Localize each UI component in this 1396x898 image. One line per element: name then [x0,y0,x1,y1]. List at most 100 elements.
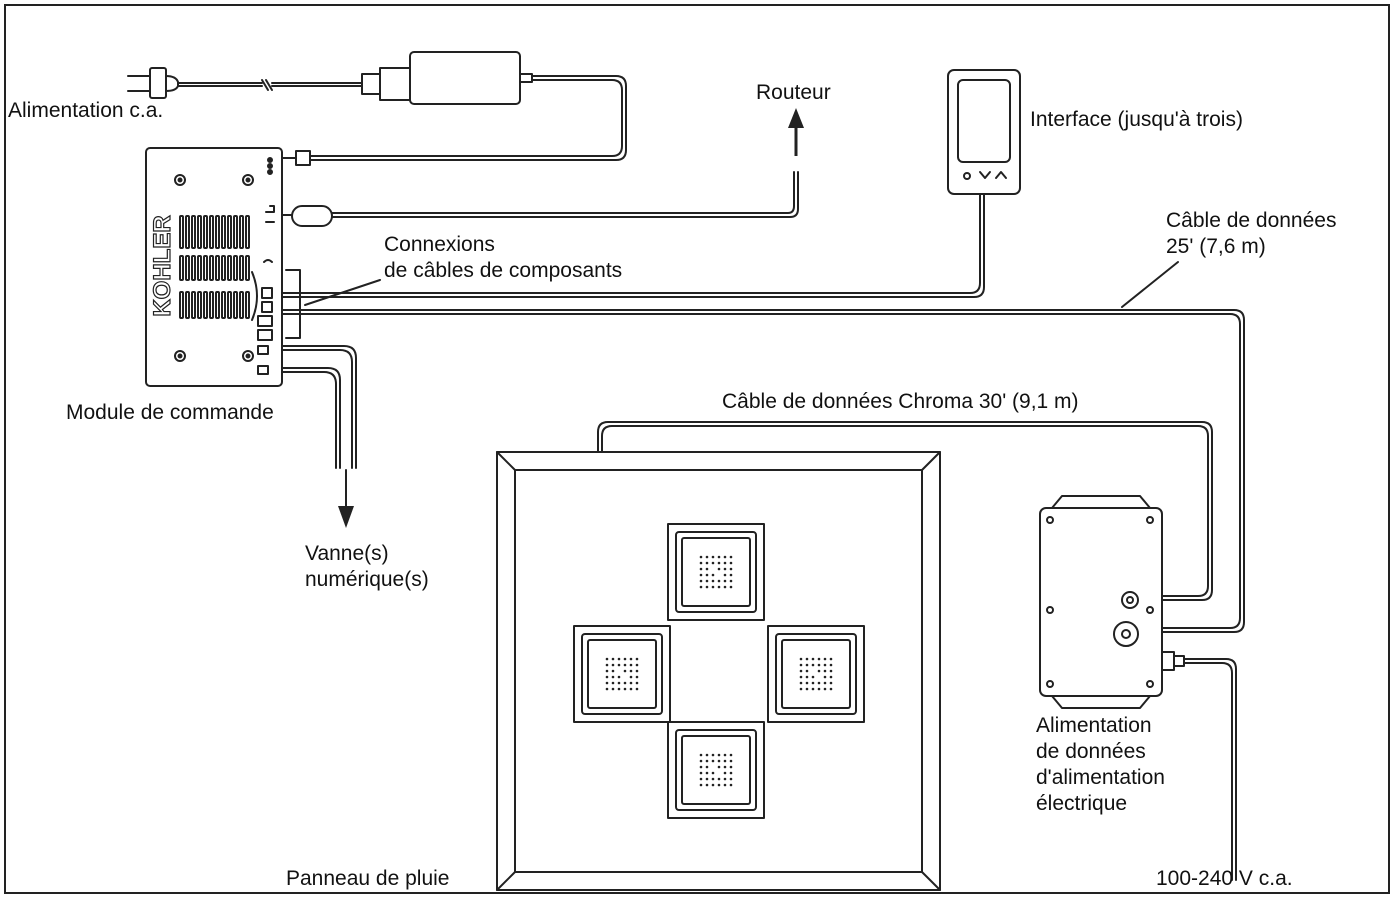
nozzle-dot [699,567,703,571]
nozzle-dot [623,669,627,673]
nozzle-square [667,523,765,621]
vent-slot [179,255,184,281]
nozzle-dot [799,657,803,661]
router-arrow-icon [788,108,804,128]
nozzle-dot [729,771,733,775]
nozzle-dot [629,687,633,691]
nozzle-dot [699,765,703,769]
nozzle-dot [729,783,733,787]
vent-slot [221,255,226,281]
nozzle-dot [711,777,715,781]
vent-slot [245,255,250,281]
vent-slot [233,255,238,281]
nozzle-dot [829,681,833,685]
nozzle-dot [817,687,821,691]
nozzle-square [573,625,671,723]
nozzle-dot [717,567,721,571]
label-interface: Interface (jusqu'à trois) [1030,108,1243,131]
label-digital-valves: Vanne(s) numérique(s) [305,542,429,591]
nozzle-dot [635,669,639,673]
vent-slot [215,215,220,249]
nozzle-dot [729,759,733,763]
nozzle-dot [829,657,833,661]
label-mains-voltage: 100-240 V c.a. [1156,867,1293,890]
nozzle-dot [605,663,609,667]
nozzle-dot [805,675,809,679]
nozzle-dot [699,561,703,565]
rain-nozzles [573,523,865,819]
nozzle-dot [617,657,621,661]
nozzle-dot [611,681,615,685]
vent-slot [215,291,220,319]
nozzle-dot [611,675,615,679]
vent-slot [197,255,202,281]
label-chroma-cable: Câble de données Chroma 30' (9,1 m) [722,390,1079,413]
nozzle-dot [805,663,809,667]
nozzle-dot [723,771,727,775]
data-power-supply [1039,495,1185,709]
module-vents [179,215,250,319]
label-rain-panel: Panneau de pluie [286,867,450,890]
vent-slot [191,215,196,249]
nozzle-dot [723,585,727,589]
nozzle-dot [711,573,715,577]
nozzle-dot [705,783,709,787]
label-data-power-supply: Alimentation de données d'alimentation é… [1036,714,1165,815]
nozzle-dot [699,579,703,583]
nozzle-dot [699,783,703,787]
nozzle-dot [799,669,803,673]
nozzle-dot [823,657,827,661]
valves-arrow-icon [338,506,354,528]
brand-logo: KOHLER [149,215,176,316]
nozzle-dot [623,681,627,685]
nozzle-dot [717,555,721,559]
nozzle-dot [799,681,803,685]
vent-slot [227,255,232,281]
nozzle-dot [629,669,633,673]
nozzle-dot [723,777,727,781]
diagram-border [4,4,1390,894]
vent-slot [179,215,184,249]
vent-slot [221,291,226,319]
nozzle-dot [699,585,703,589]
nozzle-dot [823,687,827,691]
nozzle-dot [723,753,727,757]
power-adapter [361,51,533,105]
nozzle-dot [699,573,703,577]
nozzle-dot [723,555,727,559]
vent-slot [191,291,196,319]
nozzle-dot [705,585,709,589]
nozzle-dot [699,759,703,763]
nozzle-dot [717,777,721,781]
vent-slot [227,291,232,319]
nozzle-dot [805,657,809,661]
nozzle-dot [617,687,621,691]
nozzle-dot [817,657,821,661]
vent-slot [203,291,208,319]
nozzle-dot [811,687,815,691]
vent-slot [245,215,250,249]
nozzle-dot [705,573,709,577]
vent-slot [185,291,190,319]
nozzle-dot [629,657,633,661]
nozzle-dot [799,675,803,679]
vent-slot [209,215,214,249]
nozzle-dot [711,759,715,763]
nozzle-dot [605,657,609,661]
nozzle-dot [705,561,709,565]
nozzle-dot [829,663,833,667]
nozzle-dot [723,573,727,577]
nozzle-dot [711,561,715,565]
nozzle-dot [829,687,833,691]
nozzle-square [767,625,865,723]
vent-slot [209,255,214,281]
nozzle-dot [611,657,615,661]
nozzle-dot [717,753,721,757]
nozzle-dot [711,555,715,559]
nozzle-dot [823,669,827,673]
nozzle-dot [623,687,627,691]
nozzle-dot [729,753,733,757]
nozzle-dot [635,675,639,679]
nozzle-dot [817,669,821,673]
nozzle-dot [723,783,727,787]
